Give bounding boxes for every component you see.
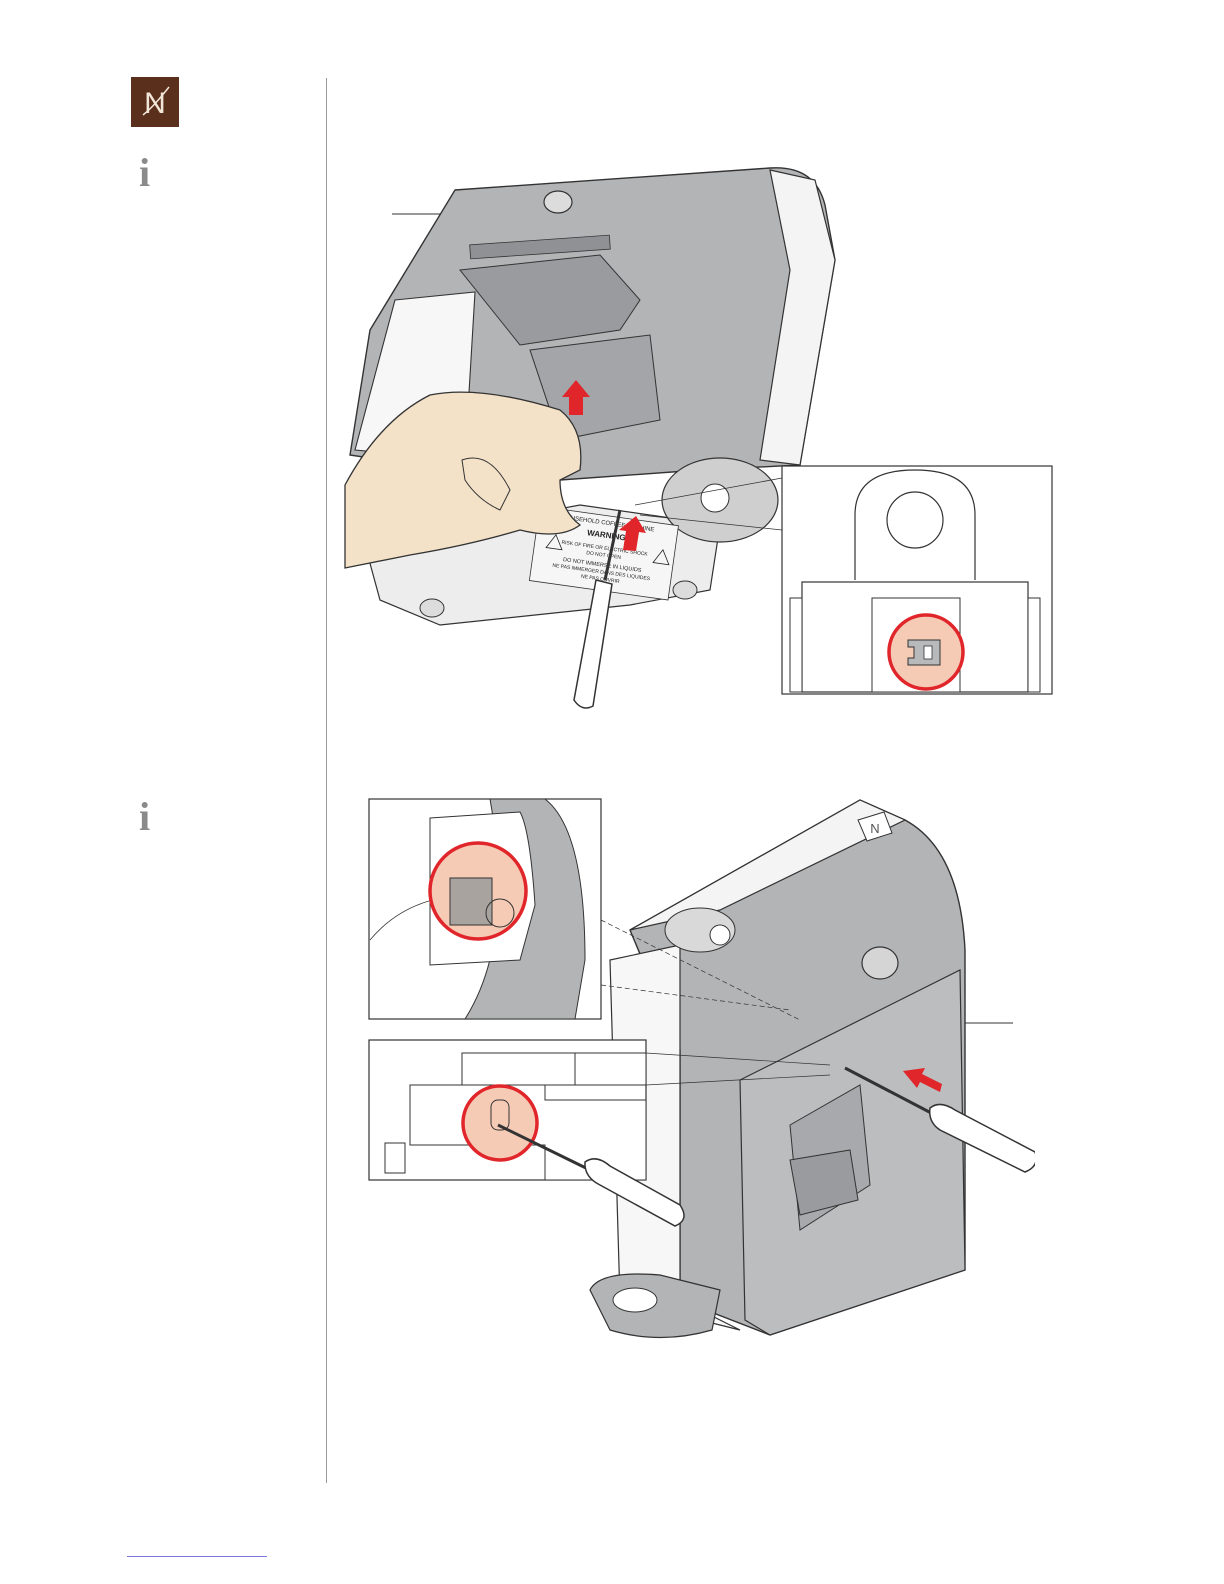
column-divider xyxy=(326,78,327,1483)
n-logo-icon: N xyxy=(131,77,179,127)
detail-inset-screw xyxy=(369,1040,684,1226)
footer-link-underline xyxy=(127,1556,267,1557)
figure-remove-base-cover: HOUSEHOLD COFFEE MACHINE WARNING RISK OF… xyxy=(330,150,1060,720)
info-icon: i xyxy=(139,153,150,193)
detail-inset-clip xyxy=(782,466,1052,694)
nespresso-logo: N xyxy=(131,77,179,127)
detail-inset-latch-top xyxy=(369,799,601,1019)
info-icon: i xyxy=(139,797,150,837)
svg-text:N: N xyxy=(870,821,879,836)
figure-remove-side-panel: N xyxy=(365,795,1035,1355)
highlight-circle xyxy=(463,1086,537,1160)
